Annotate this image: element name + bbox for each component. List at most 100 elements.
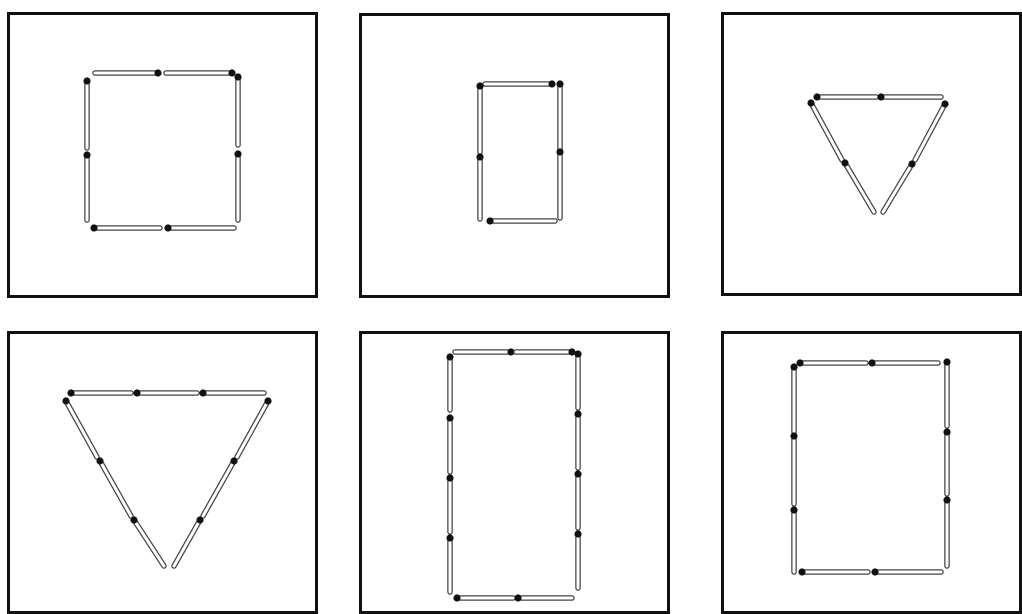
match-head-icon (446, 474, 453, 481)
match-head-icon (234, 73, 241, 80)
match-head-icon (943, 428, 950, 435)
match-head-icon (453, 594, 460, 601)
match-head-icon (164, 224, 171, 231)
match-head-icon (574, 530, 581, 537)
match-stick-p6-2 (868, 359, 938, 366)
match-head-icon (556, 80, 563, 87)
match-stick-p4-8 (203, 457, 238, 516)
match-stick-p5-5 (446, 474, 453, 532)
match-head-icon (83, 77, 90, 84)
match-head-icon (234, 150, 241, 157)
match-stick-p1-4 (83, 151, 90, 220)
match-stick-p1-5 (234, 73, 241, 145)
match-head-icon (574, 410, 581, 417)
match-head-icon (476, 153, 483, 160)
match-stick-p3-5 (915, 100, 949, 160)
match-head-icon (67, 389, 74, 396)
match-stick-p5-8 (574, 410, 581, 468)
match-head-icon (868, 359, 875, 366)
match-stick-p5-3 (446, 353, 453, 410)
match-head-icon (790, 432, 797, 439)
match-stick-p6-8 (943, 496, 950, 566)
match-stick-p2-2 (476, 82, 483, 152)
match-stick-p1-7 (90, 224, 160, 231)
match-stick-p5-7 (574, 350, 581, 408)
match-head-icon (908, 160, 915, 167)
match-head-icon (798, 568, 805, 575)
match-head-icon (90, 224, 97, 231)
match-stick-p4-1 (67, 389, 131, 396)
match-stick-p5-6 (446, 534, 453, 592)
match-head-icon (196, 516, 203, 523)
match-head-icon (556, 148, 563, 155)
match-head-icon (574, 350, 581, 357)
match-stick-p1-8 (164, 224, 234, 231)
match-stick-p2-4 (556, 80, 563, 150)
match-head-icon (871, 568, 878, 575)
match-head-icon (476, 82, 483, 89)
match-head-icon (62, 397, 69, 404)
panel-frame-5 (361, 333, 669, 613)
match-stick-p4-6 (130, 516, 164, 566)
match-head-icon (446, 353, 453, 360)
match-head-icon (548, 80, 555, 87)
match-head-icon (154, 69, 161, 76)
match-head-icon (446, 414, 453, 421)
match-head-icon (133, 389, 140, 396)
panel-frame-6 (723, 333, 1021, 613)
match-head-icon (514, 594, 521, 601)
match-head-icon (574, 470, 581, 477)
match-stick-p2-1 (485, 80, 556, 87)
match-stick-p3-4 (841, 159, 874, 212)
match-head-icon (790, 506, 797, 513)
match-stick-p2-3 (476, 153, 483, 219)
match-stick-p4-9 (174, 516, 204, 566)
match-stick-p6-3 (790, 363, 797, 432)
match-stick-p6-7 (943, 428, 950, 494)
panel-frame-1 (9, 14, 317, 297)
match-head-icon (83, 151, 90, 158)
match-head-icon (230, 457, 237, 464)
match-stick-p1-1 (95, 69, 162, 76)
match-head-icon (446, 534, 453, 541)
match-stick-p1-6 (234, 150, 241, 220)
match-stick-p6-5 (790, 506, 797, 572)
match-stick-p6-6 (943, 358, 950, 426)
match-stick-p5-9 (574, 470, 581, 528)
match-stick-p5-4 (446, 414, 453, 472)
match-head-icon (807, 99, 814, 106)
match-head-icon (130, 516, 137, 523)
match-stick-p5-2 (516, 348, 576, 355)
match-stick-p5-11 (453, 594, 513, 601)
panel-frame-4 (9, 333, 317, 613)
match-stick-p6-1 (796, 359, 866, 366)
match-stick-p5-1 (455, 348, 515, 355)
match-head-icon (941, 100, 948, 107)
match-stick-p4-7 (237, 397, 272, 457)
match-head-icon (943, 496, 950, 503)
match-stick-p3-1 (813, 93, 876, 100)
match-stick-p5-10 (574, 530, 581, 588)
match-head-icon (486, 217, 493, 224)
panel-frame-2 (361, 15, 669, 297)
match-stick-p3-6 (883, 160, 916, 212)
match-stick-p4-4 (62, 397, 97, 457)
match-head-icon (943, 358, 950, 365)
match-stick-p6-4 (790, 432, 797, 504)
match-stick-p6-9 (798, 568, 868, 575)
match-stick-p6-10 (871, 568, 941, 575)
match-stick-p4-3 (199, 389, 264, 396)
match-stick-p1-2 (166, 69, 236, 76)
match-head-icon (877, 93, 884, 100)
match-head-icon (228, 69, 235, 76)
match-stick-p3-3 (807, 99, 842, 160)
match-head-icon (813, 93, 820, 100)
match-head-icon (841, 159, 848, 166)
match-stick-p2-6 (486, 217, 555, 224)
match-head-icon (796, 359, 803, 366)
match-head-icon (264, 397, 271, 404)
match-stick-p2-5 (556, 148, 563, 218)
match-stick-p1-3 (83, 77, 90, 148)
panel-frame-3 (723, 14, 1021, 295)
